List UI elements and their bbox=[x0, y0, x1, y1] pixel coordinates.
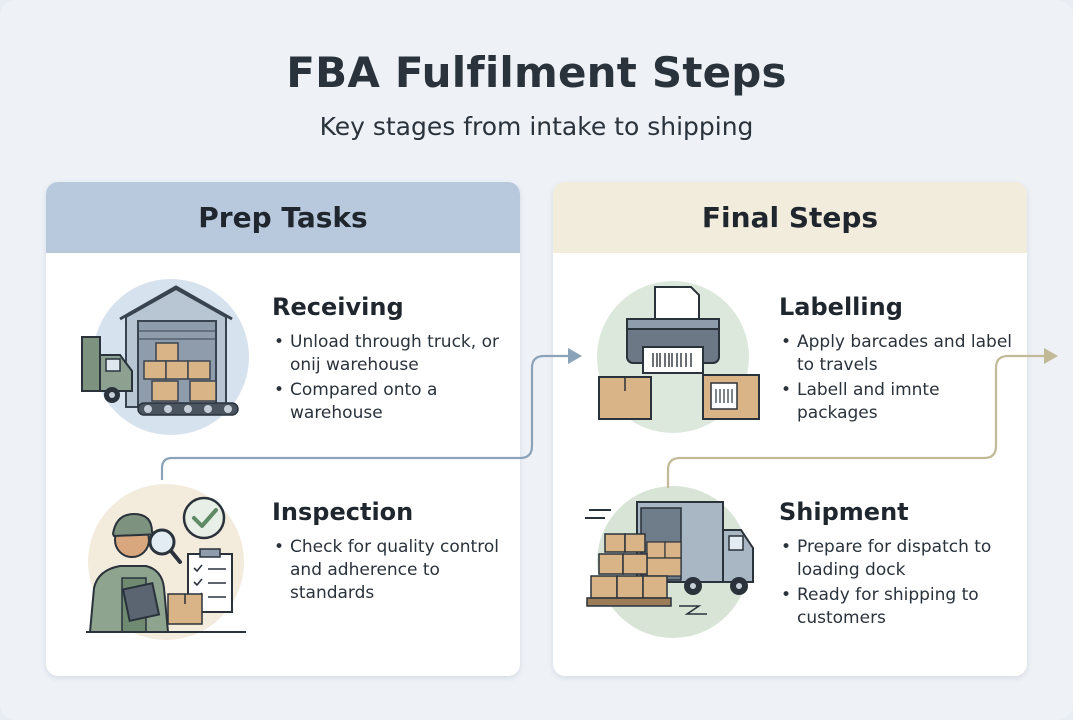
bullet-list: Unload through truck, or onij warehouse … bbox=[272, 331, 512, 427]
step-title: Labelling bbox=[779, 293, 903, 321]
panel-prep-tasks: Prep Tasks bbox=[46, 182, 520, 676]
bullet-item: Labell and imnte packages bbox=[779, 379, 1019, 425]
page-subtitle: Key stages from intake to shipping bbox=[319, 112, 754, 141]
bullet-list: Apply barcades and label to travels Labe… bbox=[779, 331, 1019, 427]
delivery-truck-icon bbox=[585, 486, 754, 638]
panel-header: Final Steps bbox=[553, 182, 1027, 253]
step-shipment: Shipment Prepare for dispatch to loading… bbox=[553, 482, 1027, 662]
step-labelling: Labelling Apply barcades and label to tr… bbox=[553, 277, 1027, 457]
panel-header: Prep Tasks bbox=[46, 182, 520, 253]
step-title: Shipment bbox=[779, 498, 909, 526]
label-printer-icon bbox=[597, 281, 760, 433]
step-title: Inspection bbox=[272, 498, 414, 526]
bullet-item: Prepare for dispatch to loading dock bbox=[779, 536, 1019, 582]
page-title: FBA Fulfilment Steps bbox=[286, 48, 787, 97]
connector-arrow-head bbox=[1044, 348, 1058, 364]
panel-final-steps: Final Steps bbox=[553, 182, 1027, 676]
bullet-item: Unload through truck, or onij warehouse bbox=[272, 331, 512, 377]
bullet-item: Ready for shipping to customers bbox=[779, 584, 1019, 630]
inspector-checklist-icon bbox=[86, 484, 246, 640]
step-receiving: Receiving Unload through truck, or onij … bbox=[46, 277, 520, 457]
bullet-item: Compared onto a warehouse bbox=[272, 379, 512, 425]
bullet-item: Check for quality control and adherence … bbox=[272, 536, 512, 605]
step-inspection: Inspection Check for quality control and… bbox=[46, 482, 520, 662]
bullet-list: Prepare for dispatch to loading dock Rea… bbox=[779, 536, 1019, 632]
step-title: Receiving bbox=[272, 293, 404, 321]
warehouse-truck-icon bbox=[81, 279, 249, 435]
bullet-list: Check for quality control and adherence … bbox=[272, 536, 512, 607]
bullet-item: Apply barcades and label to travels bbox=[779, 331, 1019, 377]
